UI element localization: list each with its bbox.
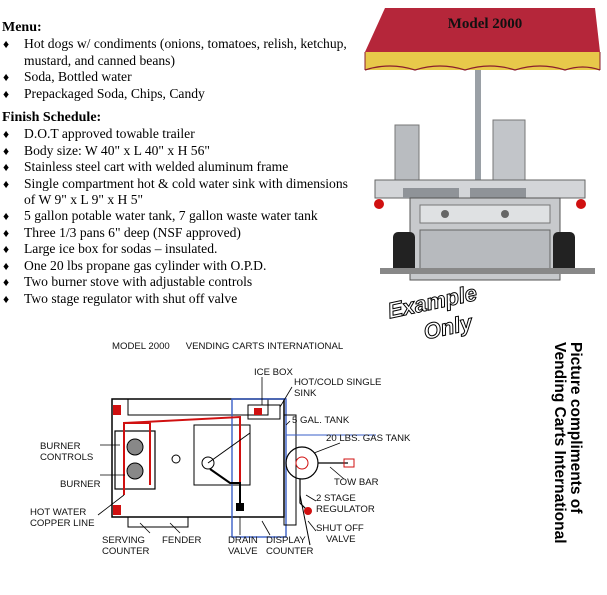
label-gas-tank: 20 LBS. GAS TANK	[326, 433, 411, 444]
finish-list: D.O.T approved towable trailer Body size…	[2, 126, 362, 308]
label-tow-bar: TOW BAR	[334, 477, 379, 488]
umbrella-sign-text: Model 2000	[448, 16, 523, 32]
copper-line	[123, 415, 241, 495]
cart-outline	[111, 398, 285, 518]
list-item: Body size: W 40" x L 40" x H 56"	[2, 143, 362, 160]
list-item: Two stage regulator with shut off valve	[2, 291, 362, 308]
burner-box	[114, 430, 156, 490]
list-item: Soda, Bottled water	[2, 69, 362, 86]
label-tank: 5 GAL. TANK	[292, 415, 350, 426]
label-sink-2: SINK	[294, 388, 317, 399]
label-ice-box: ICE BOX	[254, 367, 294, 378]
label-fender: FENDER	[162, 535, 202, 546]
label-regulator-2: REGULATOR	[316, 504, 375, 515]
list-item: Stainless steel cart with welded aluminu…	[2, 159, 362, 176]
list-item: One 20 lbs propane gas cylinder with O.P…	[2, 258, 362, 275]
list-item: Hot dogs w/ condiments (onions, tomatoes…	[2, 36, 362, 69]
label-burner-controls-2: CONTROLS	[40, 452, 93, 463]
menu-heading: Menu:	[2, 20, 42, 35]
label-sink: HOT/COLD SINGLE	[294, 377, 381, 388]
list-item: Prepackaged Soda, Chips, Candy	[2, 86, 362, 103]
credit-line1: Picture compliments of	[567, 342, 584, 514]
picture-credit: Picture compliments of Vending Carts Int…	[549, 338, 607, 588]
list-item: Two burner stove with adjustable control…	[2, 274, 362, 291]
menu-list: Hot dogs w/ condiments (onions, tomatoes…	[2, 36, 362, 102]
label-serving-2: COUNTER	[102, 546, 150, 557]
finish-heading: Finish Schedule:	[2, 110, 102, 126]
umbrella-pole	[475, 70, 481, 185]
example-only-watermark: Example Only	[385, 280, 480, 345]
label-serving: SERVING	[102, 535, 145, 546]
cart-diagram: MODEL 2000 VENDING CARTS INTERNATIONAL	[30, 341, 411, 557]
label-burner-controls: BURNER	[40, 441, 81, 452]
diagram-title: MODEL 2000 VENDING CARTS INTERNATIONAL	[112, 341, 344, 352]
list-item: Large ice box for sodas – insulated.	[2, 241, 362, 258]
list-item: 5 gallon potable water tank, 7 gallon wa…	[2, 208, 362, 225]
label-drain: DRAIN	[228, 535, 258, 546]
gas-tank	[285, 446, 319, 480]
label-copper-2: COPPER LINE	[30, 518, 95, 529]
label-copper: HOT WATER	[30, 507, 86, 518]
label-drain-2: VALVE	[228, 546, 258, 557]
label-shut-off-2: VALVE	[326, 534, 356, 545]
credit-line2: Vending Carts International	[551, 342, 568, 544]
spec-text: Menu: Hot dogs w/ condiments (onions, to…	[2, 20, 362, 307]
sink-drain	[201, 456, 215, 470]
umbrella-canopy	[365, 8, 600, 52]
label-display-2: COUNTER	[266, 546, 314, 557]
label-regulator: 2 STAGE	[316, 493, 356, 504]
label-burner: BURNER	[60, 479, 101, 490]
list-item: D.O.T approved towable trailer	[2, 126, 362, 143]
cart-photo: Model 2000	[364, 8, 601, 281]
label-display: DISPLAY	[266, 535, 306, 546]
umbrella-stripe	[365, 52, 600, 70]
list-item: Single compartment hot & cold water sink…	[2, 176, 362, 209]
list-item: Three 1/3 pans 6" deep (NSF approved)	[2, 225, 362, 242]
label-shut-off: SHUT OFF	[316, 523, 364, 534]
